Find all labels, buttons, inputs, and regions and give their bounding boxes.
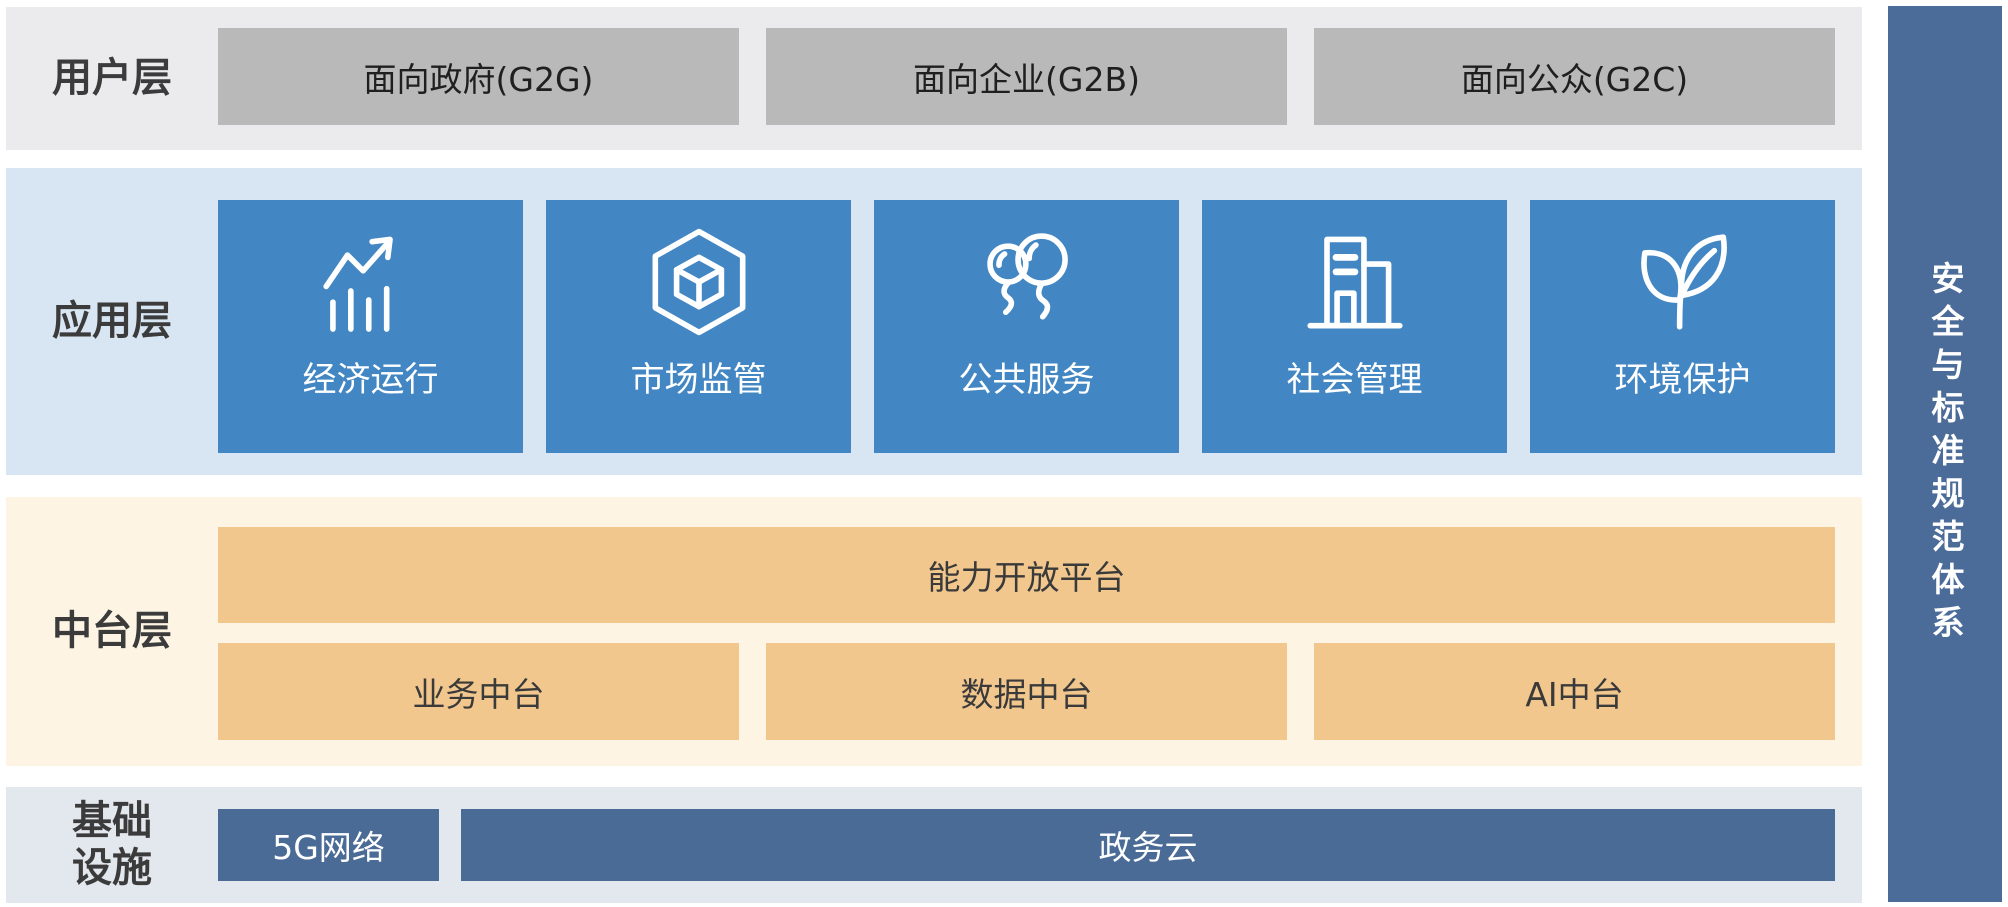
app-card-label: 经济运行 xyxy=(302,360,439,400)
leaf-icon xyxy=(1640,234,1727,330)
infrastructure-layer-label-text: 基础设施 xyxy=(72,797,152,891)
middle-platform-layer: 中台层 能力开放平台 业务中台 数据中台 AI中台 xyxy=(6,497,1862,766)
app-card-public-service: 公共服务 xyxy=(874,200,1179,453)
ai-middle-platform-box: AI中台 xyxy=(1314,643,1835,740)
hexagon-cube-icon xyxy=(652,228,745,336)
middle-platform-row: 业务中台 数据中台 AI中台 xyxy=(218,643,1835,740)
application-layer-label: 应用层 xyxy=(52,297,172,344)
security-standards-sidebar: 安全与标准规范体系 xyxy=(1888,6,2002,902)
application-layer: 应用层 经济运行 市 xyxy=(6,168,1862,475)
trend-chart-icon xyxy=(322,236,393,332)
balloons-icon xyxy=(986,233,1068,320)
buildings-icon xyxy=(1306,236,1403,329)
business-middle-platform-box: 业务中台 xyxy=(218,643,739,740)
user-layer-row: 面向政府(G2G) 面向企业(G2B) 面向公众(G2C) xyxy=(218,28,1835,125)
app-card-economy: 经济运行 xyxy=(218,200,523,453)
user-layer-label: 用户层 xyxy=(52,54,172,101)
network-5g-box: 5G网络 xyxy=(218,809,439,881)
infrastructure-row: 5G网络 政务云 xyxy=(218,809,1835,881)
government-cloud-box: 政务云 xyxy=(461,809,1835,881)
infrastructure-layer: 基础设施 5G网络 政务云 xyxy=(6,787,1862,903)
app-card-market: 市场监管 xyxy=(546,200,851,453)
user-box-g2c: 面向公众(G2C) xyxy=(1314,28,1835,125)
app-card-label: 社会管理 xyxy=(1286,360,1423,400)
user-box-g2g: 面向政府(G2G) xyxy=(218,28,739,125)
infrastructure-layer-label: 基础设施 xyxy=(6,787,218,903)
middle-platform-layer-label: 中台层 xyxy=(52,607,172,654)
app-card-environment: 环境保护 xyxy=(1530,200,1835,453)
app-card-label: 环境保护 xyxy=(1614,360,1751,400)
user-box-g2b: 面向企业(G2B) xyxy=(766,28,1287,125)
app-card-social: 社会管理 xyxy=(1202,200,1507,453)
app-card-label: 市场监管 xyxy=(630,360,767,400)
security-standards-sidebar-label: 安全与标准规范体系 xyxy=(1926,260,1965,648)
app-card-label: 公共服务 xyxy=(958,360,1095,400)
user-layer: 用户层 面向政府(G2G) 面向企业(G2B) 面向公众(G2C) xyxy=(6,7,1862,150)
data-middle-platform-box: 数据中台 xyxy=(766,643,1287,740)
application-card-row: 经济运行 市场监管 xyxy=(218,200,1835,453)
capability-open-platform-box: 能力开放平台 xyxy=(218,527,1835,623)
